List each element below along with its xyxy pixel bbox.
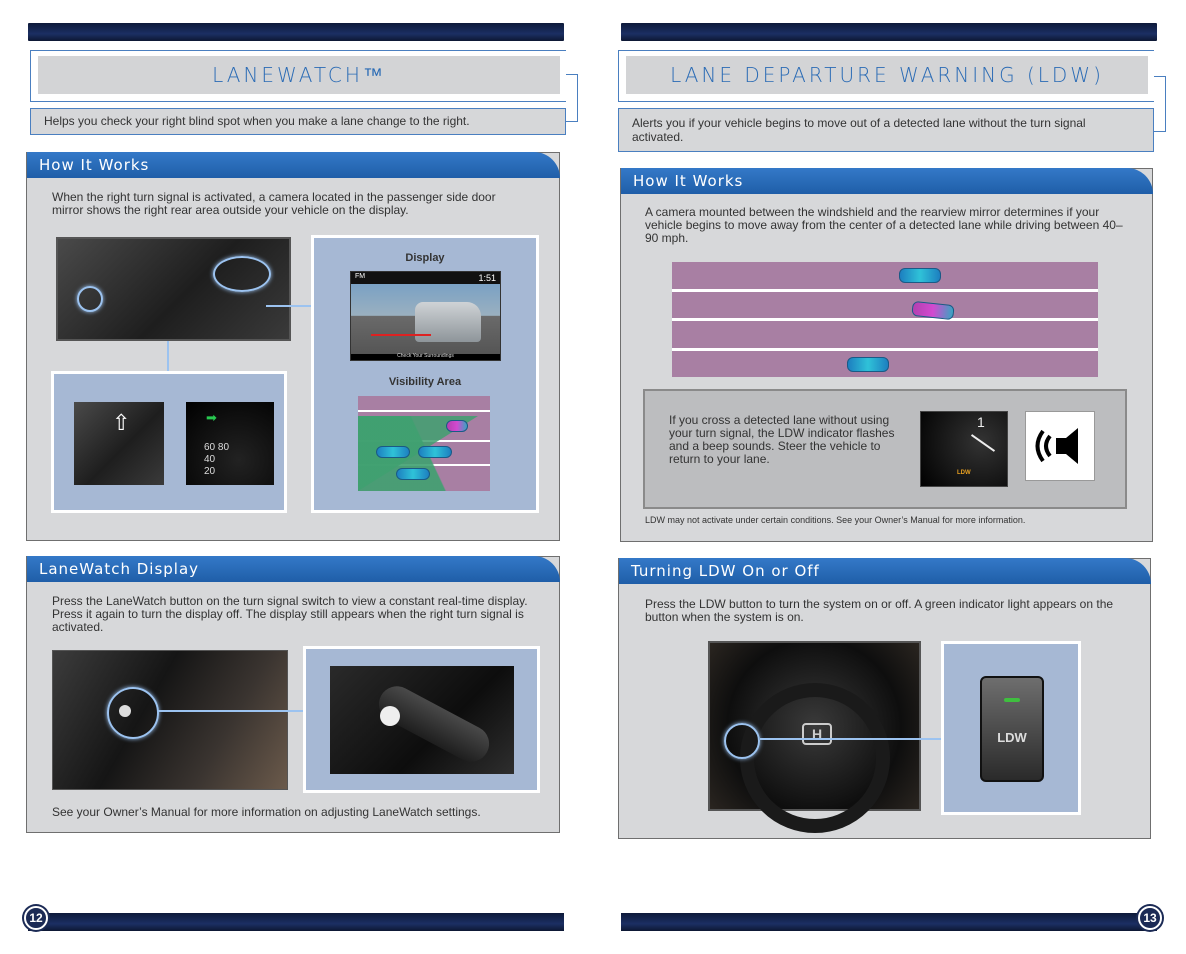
car-icon	[376, 446, 410, 458]
beep-sound-icon	[1025, 411, 1095, 481]
turn-arrow-icon: ➡	[206, 410, 217, 425]
left-top-bar	[28, 23, 564, 41]
screen-time: 1:51	[478, 273, 496, 283]
display-circle	[213, 256, 271, 292]
connector-line	[266, 305, 314, 307]
ldw-button[interactable]: LDW	[980, 676, 1044, 782]
car-icon	[446, 420, 468, 432]
display-label: Display	[405, 252, 445, 264]
green-indicator-light	[1004, 698, 1020, 702]
car-icon	[418, 446, 452, 458]
right-how-text: A camera mounted between the windshield …	[645, 205, 1123, 245]
left-how-text: When the right turn signal is activated,…	[52, 190, 496, 217]
honda-logo-icon: H	[802, 723, 832, 745]
display-frame: Display FM 1:51 Check Your Surroundings …	[311, 235, 539, 513]
ldw-steering-photo: H	[708, 641, 921, 833]
lanewatch-button-icon	[119, 705, 131, 717]
screen-caption: Check Your Surroundings	[397, 353, 454, 359]
ldw-toggle-heading: Turning LDW On or Off	[619, 558, 1151, 584]
left-footer-bar	[28, 913, 564, 931]
visibility-diagram	[358, 396, 490, 491]
ldw-button-frame: LDW	[941, 641, 1081, 815]
steering-wheel-photo	[52, 650, 288, 790]
right-footer-bar	[621, 913, 1157, 931]
left-intro: Helps you check your right blind spot wh…	[30, 108, 566, 135]
turn-signal-circle	[77, 286, 103, 312]
dashboard-photo	[56, 237, 291, 341]
page-number-left: 12	[24, 906, 48, 930]
car-icon	[847, 357, 889, 372]
ldw-button-label: LDW	[997, 730, 1027, 745]
ldw-gauge-photo: 1 LDW	[920, 411, 1008, 487]
page-number-right: 13	[1138, 906, 1162, 930]
lanewatch-screen: FM 1:51 Check Your Surroundings	[350, 271, 501, 361]
connector-line	[167, 341, 169, 373]
right-title-bracket	[618, 50, 1154, 102]
right-bracket-link	[1154, 76, 1166, 132]
right-intro: Alerts you if your vehicle begins to mov…	[618, 108, 1154, 152]
lanewatch-closeup-frame	[303, 646, 540, 793]
ldw-note: LDW may not activate under certain condi…	[645, 515, 1026, 525]
car-icon	[899, 268, 941, 283]
speaker-icon	[1035, 428, 1078, 464]
left-title-bracket	[30, 50, 566, 102]
ldw-toggle-text: Press the LDW button to turn the system …	[645, 597, 1114, 624]
screen-band: FM	[355, 273, 366, 280]
right-how-heading: How It Works	[621, 168, 1153, 194]
lanewatch-switch-closeup	[330, 666, 514, 774]
left-bracket-link	[566, 74, 578, 122]
left-page-title: LANEWATCH™	[38, 56, 560, 94]
car-icon	[396, 468, 430, 480]
left-how-heading: How It Works	[27, 152, 560, 178]
lane-diagram	[672, 262, 1098, 377]
right-top-bar	[621, 23, 1157, 41]
camera-view	[351, 284, 500, 354]
lanewatch-display-text: Press the LaneWatch button on the turn s…	[52, 594, 528, 634]
lanewatch-footer-text: See your Owner’s Manual for more informa…	[52, 805, 481, 819]
connector-line	[158, 710, 306, 712]
ldw-button-circle	[724, 723, 760, 759]
visibility-label: Visibility Area	[388, 376, 462, 388]
connector-line	[760, 738, 946, 740]
camera-button-icon	[380, 706, 400, 726]
right-page-title: LANE DEPARTURE WARNING (LDW)	[626, 56, 1148, 94]
lanewatch-display-heading: LaneWatch Display	[27, 556, 560, 582]
turn-lever-photo: ⇧	[74, 402, 164, 485]
gauge-needle	[970, 434, 996, 452]
ldw-indicator: LDW	[957, 470, 971, 476]
gauge-numbers: 1	[977, 414, 985, 430]
lanewatch-button-circle	[107, 687, 159, 739]
arrow-up-icon: ⇧	[112, 410, 131, 435]
ldw-warning-text: If you cross a detected lane without usi…	[669, 413, 895, 466]
